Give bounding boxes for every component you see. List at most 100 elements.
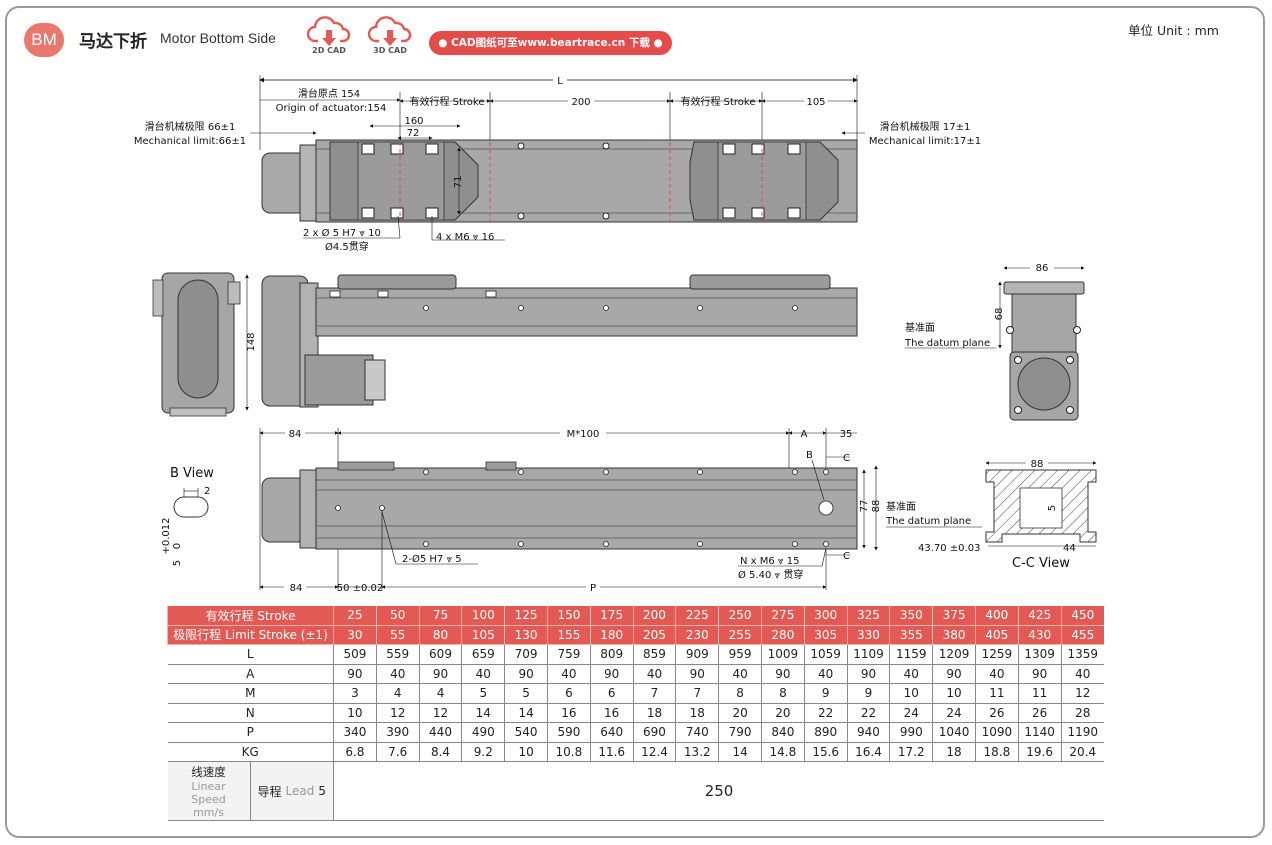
table-cell: 14 bbox=[718, 742, 762, 762]
n-note-2: Ø 5.40 ⩔ 贯穿 bbox=[738, 568, 803, 581]
table-cell: 18 bbox=[675, 703, 719, 723]
table-cell: 20.4 bbox=[1060, 742, 1104, 762]
dim-72: 72 bbox=[407, 128, 420, 139]
table-cell: 1309 bbox=[1017, 644, 1062, 665]
table-cell: 90 bbox=[333, 664, 377, 684]
table-cell: 16 bbox=[547, 703, 591, 723]
row-label: M bbox=[167, 683, 334, 704]
table-cell: 40 bbox=[632, 664, 676, 684]
table-cell: 590 bbox=[547, 722, 591, 743]
table-cell: 790 bbox=[718, 722, 762, 743]
table-cell: 840 bbox=[760, 722, 805, 743]
table-cell: 8.4 bbox=[418, 742, 462, 762]
table-cell: 275 bbox=[760, 606, 805, 626]
table-cell: 4 bbox=[418, 683, 462, 704]
bottom-view: 84 M*100 A 35 B C C bbox=[161, 426, 1097, 594]
table-cell: 90 bbox=[418, 664, 462, 684]
dim-105: 105 bbox=[806, 97, 825, 108]
origin-label-en: Origin of actuator:154 bbox=[276, 103, 387, 114]
table-cell: 14 bbox=[461, 703, 505, 723]
table-cell: 809 bbox=[589, 644, 634, 665]
mech-limit-left-cn: 滑台机械极限 66±1 bbox=[145, 120, 236, 133]
download-link[interactable]: ● CAD图纸可至www.beartrace.cn 下载 ● bbox=[429, 31, 672, 55]
table-cell: 40 bbox=[1060, 664, 1104, 684]
table-cell: 90 bbox=[846, 664, 890, 684]
table-cell: 1259 bbox=[974, 644, 1019, 665]
table-cell: 230 bbox=[675, 625, 719, 645]
table-cell: 8 bbox=[718, 683, 762, 704]
table-cell: 1090 bbox=[974, 722, 1019, 743]
table-cell: 16 bbox=[589, 703, 634, 723]
bottom-hole-note: 2-Ø5 H7 ⩔ 5 bbox=[402, 553, 462, 565]
lead-label-en: Lead bbox=[285, 784, 315, 798]
table-cell: 450 bbox=[1060, 606, 1104, 626]
page-title-cn: 马达下折 bbox=[79, 32, 147, 52]
cad-2d-button[interactable]: 2D CAD bbox=[304, 14, 354, 64]
table-cell: 709 bbox=[504, 644, 548, 665]
end-view-dim-86: 86 bbox=[1036, 263, 1049, 274]
speed-label-cn: 线速度 bbox=[191, 764, 226, 779]
table-cell: 350 bbox=[889, 606, 933, 626]
speed-label-en-3: mm/s bbox=[193, 805, 224, 819]
table-cell: 50 bbox=[375, 606, 420, 626]
end-view-dim-68: 68 bbox=[994, 308, 1005, 321]
table-cell: 22 bbox=[846, 703, 890, 723]
table-cell: 890 bbox=[803, 722, 848, 743]
table-cell: 180 bbox=[589, 625, 634, 645]
table-cell: 12.4 bbox=[632, 742, 676, 762]
cad-3d-button[interactable]: 3D CAD bbox=[365, 14, 415, 64]
table-cell: 5 bbox=[461, 683, 505, 704]
label-c-bottom: C bbox=[843, 551, 850, 562]
end-view-datum-en: The datum plane bbox=[904, 338, 990, 349]
b-view-dim-2: 2 bbox=[204, 486, 210, 497]
table-cell: 325 bbox=[846, 606, 890, 626]
table-cell: 9.2 bbox=[461, 742, 505, 762]
table-cell: 18 bbox=[932, 742, 976, 762]
table-cell: 1040 bbox=[932, 722, 976, 743]
page-frame bbox=[5, 6, 1265, 838]
table-cell: 12 bbox=[375, 703, 420, 723]
table-cell: 130 bbox=[504, 625, 548, 645]
table-cell: 12 bbox=[1060, 683, 1104, 704]
table-cell: 559 bbox=[375, 644, 420, 665]
table-cell: 90 bbox=[589, 664, 634, 684]
table-cell: 40 bbox=[718, 664, 762, 684]
thread-note: 4 x M6 ⩔ 16 bbox=[436, 232, 494, 243]
table-cell: 100 bbox=[461, 606, 505, 626]
cloud-download-icon bbox=[367, 16, 412, 46]
table-cell: 15.6 bbox=[803, 742, 848, 762]
table-cell: 959 bbox=[718, 644, 762, 665]
table-cell: 250 bbox=[718, 606, 762, 626]
table-cell: 609 bbox=[418, 644, 462, 665]
table-cell: 12 bbox=[418, 703, 462, 723]
table-cell: 13.2 bbox=[675, 742, 719, 762]
table-cell: 7 bbox=[675, 683, 719, 704]
table-cell: 6.8 bbox=[333, 742, 377, 762]
table-cell: 6 bbox=[547, 683, 591, 704]
table-cell: 509 bbox=[333, 644, 377, 665]
table-cell: 9 bbox=[803, 683, 848, 704]
table-cell: 740 bbox=[675, 722, 719, 743]
speed-value: 250 bbox=[333, 761, 1104, 821]
table-cell: 16.4 bbox=[846, 742, 890, 762]
table-cell: 759 bbox=[547, 644, 591, 665]
hole-note-1: 2 x Ø 5 H7 ⩔ 10 bbox=[303, 227, 381, 239]
table-cell: 90 bbox=[504, 664, 548, 684]
bottom-dim-a: A bbox=[801, 429, 808, 440]
hole-note-2: Ø4.5贯穿 bbox=[325, 240, 369, 253]
stroke-row-label: 有效行程 Stroke bbox=[166, 606, 334, 626]
table-cell: 659 bbox=[461, 644, 505, 665]
row-label: N bbox=[167, 703, 334, 723]
table-cell: 355 bbox=[889, 625, 933, 645]
table-cell: 1159 bbox=[889, 644, 933, 665]
cc-dim-44: 44 bbox=[1063, 543, 1076, 554]
dim-71: 71 bbox=[453, 176, 464, 189]
table-cell: 1109 bbox=[846, 644, 890, 665]
